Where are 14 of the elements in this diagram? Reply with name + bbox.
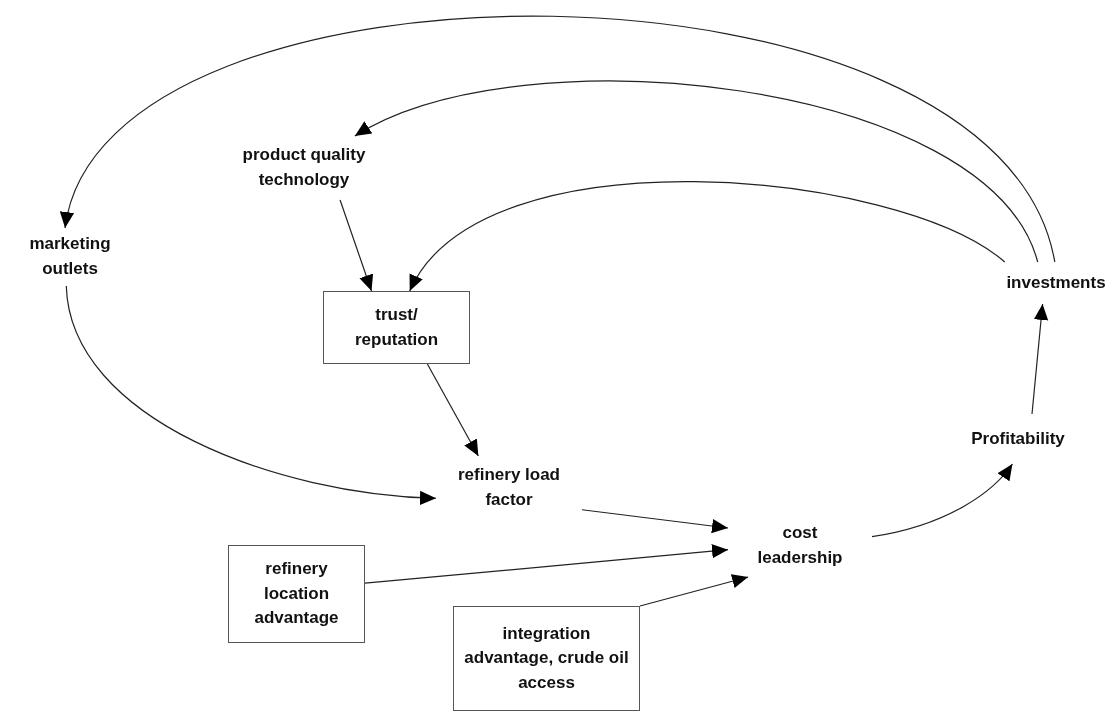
process-box: trust/ reputation (323, 291, 470, 364)
node-label: investments (995, 262, 1117, 304)
arrow (871, 463, 1013, 538)
arrow (581, 509, 729, 534)
arrow (1031, 303, 1049, 415)
arrow (639, 574, 749, 607)
node-label: cost leadership (728, 515, 872, 577)
process-box: integration advantage, crude oil access (453, 606, 640, 711)
arrow (426, 363, 479, 457)
node-label: refinery load factor (436, 456, 582, 520)
node-label: Profitability (948, 414, 1088, 464)
process-box: refinery location advantage (228, 545, 365, 643)
arrow (65, 285, 437, 505)
arrow (364, 544, 729, 584)
